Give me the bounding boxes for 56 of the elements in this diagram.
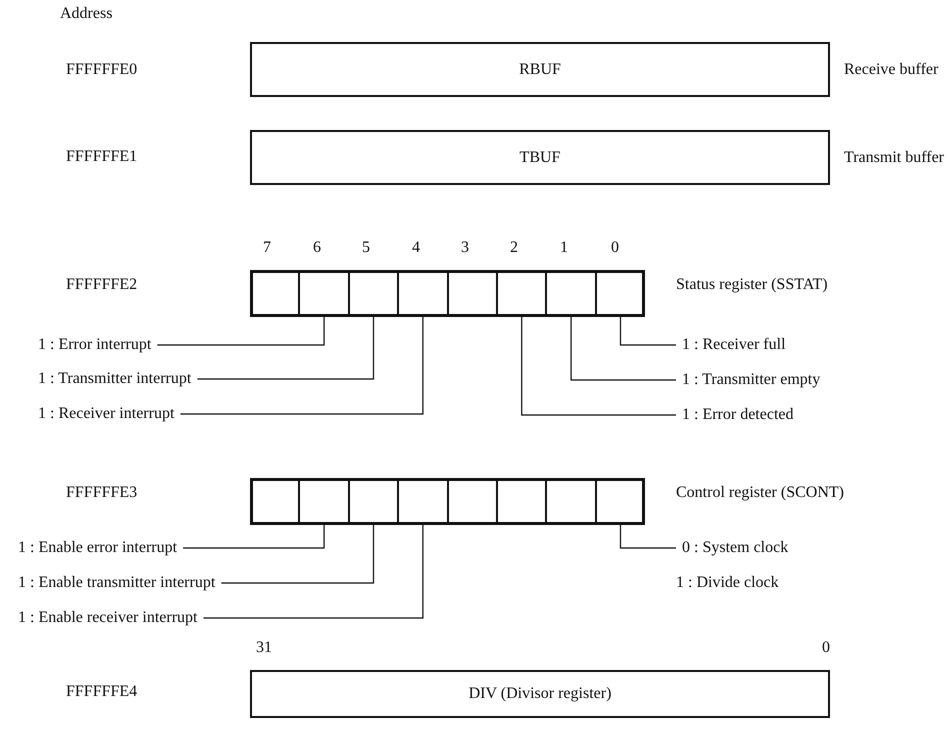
bit-description: 1 : Enable receiver interrupt — [18, 609, 204, 627]
bit-description: 1 : Transmitter interrupt — [38, 370, 198, 388]
address-label: FFFFFFE1 — [66, 148, 138, 166]
register-name: Receive buffer — [844, 60, 938, 78]
leader-line — [197, 317, 374, 380]
address-label: FFFFFFE4 — [66, 683, 138, 701]
leader-line — [183, 525, 325, 549]
bit-description: 0 : System clock — [676, 539, 788, 557]
bit-description: 1 : Divide clock — [676, 574, 779, 592]
register-name: Control register (SCONT) — [676, 484, 844, 502]
bit-cell — [348, 270, 398, 317]
bit-description: 1 : Enable error interrupt — [18, 539, 184, 557]
bit-cell — [497, 270, 546, 317]
bit-cell — [546, 478, 596, 525]
bit-description: 1 : Error interrupt — [38, 336, 158, 354]
column-heading: Address — [60, 5, 112, 23]
bit-cell — [348, 478, 398, 525]
register-box: RBUF — [250, 42, 830, 97]
bit-number: 0 — [822, 639, 830, 657]
bit-cell — [546, 270, 596, 317]
leader-line — [570, 317, 676, 381]
leader-line — [620, 317, 676, 346]
bit-description: 1 : Transmitter empty — [676, 371, 820, 389]
leader-line — [157, 317, 325, 346]
bit-number: 2 — [510, 239, 518, 257]
bit-number: 6 — [313, 239, 321, 257]
bit-number: 4 — [412, 239, 420, 257]
bit-cell — [448, 478, 497, 525]
address-label: FFFFFFE3 — [66, 484, 138, 502]
leader-line — [620, 525, 676, 549]
leader-line — [203, 525, 424, 619]
register-name: Transmit buffer — [844, 148, 944, 166]
address-label: FFFFFFE2 — [66, 276, 138, 294]
bit-description: 1 : Error detected — [676, 406, 794, 424]
register-name: Status register (SSTAT) — [676, 276, 828, 294]
register-box: DIV (Divisor register) — [250, 670, 830, 718]
bit-cell — [398, 270, 448, 317]
bit-description: 1 : Enable transmitter interrupt — [18, 574, 222, 592]
bit-description: 1 : Receiver interrupt — [38, 405, 180, 423]
bit-cell — [448, 270, 497, 317]
leader-line — [521, 317, 676, 416]
register-box: TBUF — [250, 130, 830, 185]
leader-line — [180, 317, 424, 415]
bit-number: 5 — [362, 239, 370, 257]
bit-cell — [299, 478, 349, 525]
bit-number: 3 — [461, 239, 469, 257]
leader-line — [221, 525, 374, 584]
bit-cell — [497, 478, 546, 525]
address-label: FFFFFFE0 — [66, 61, 138, 79]
bit-number: 1 — [560, 239, 568, 257]
bit-cell — [299, 270, 349, 317]
bit-description: 1 : Receiver full — [676, 336, 786, 354]
bit-cell — [398, 478, 448, 525]
bit-number: 7 — [263, 239, 271, 257]
bit-number: 31 — [256, 639, 272, 657]
bit-number: 0 — [611, 239, 619, 257]
